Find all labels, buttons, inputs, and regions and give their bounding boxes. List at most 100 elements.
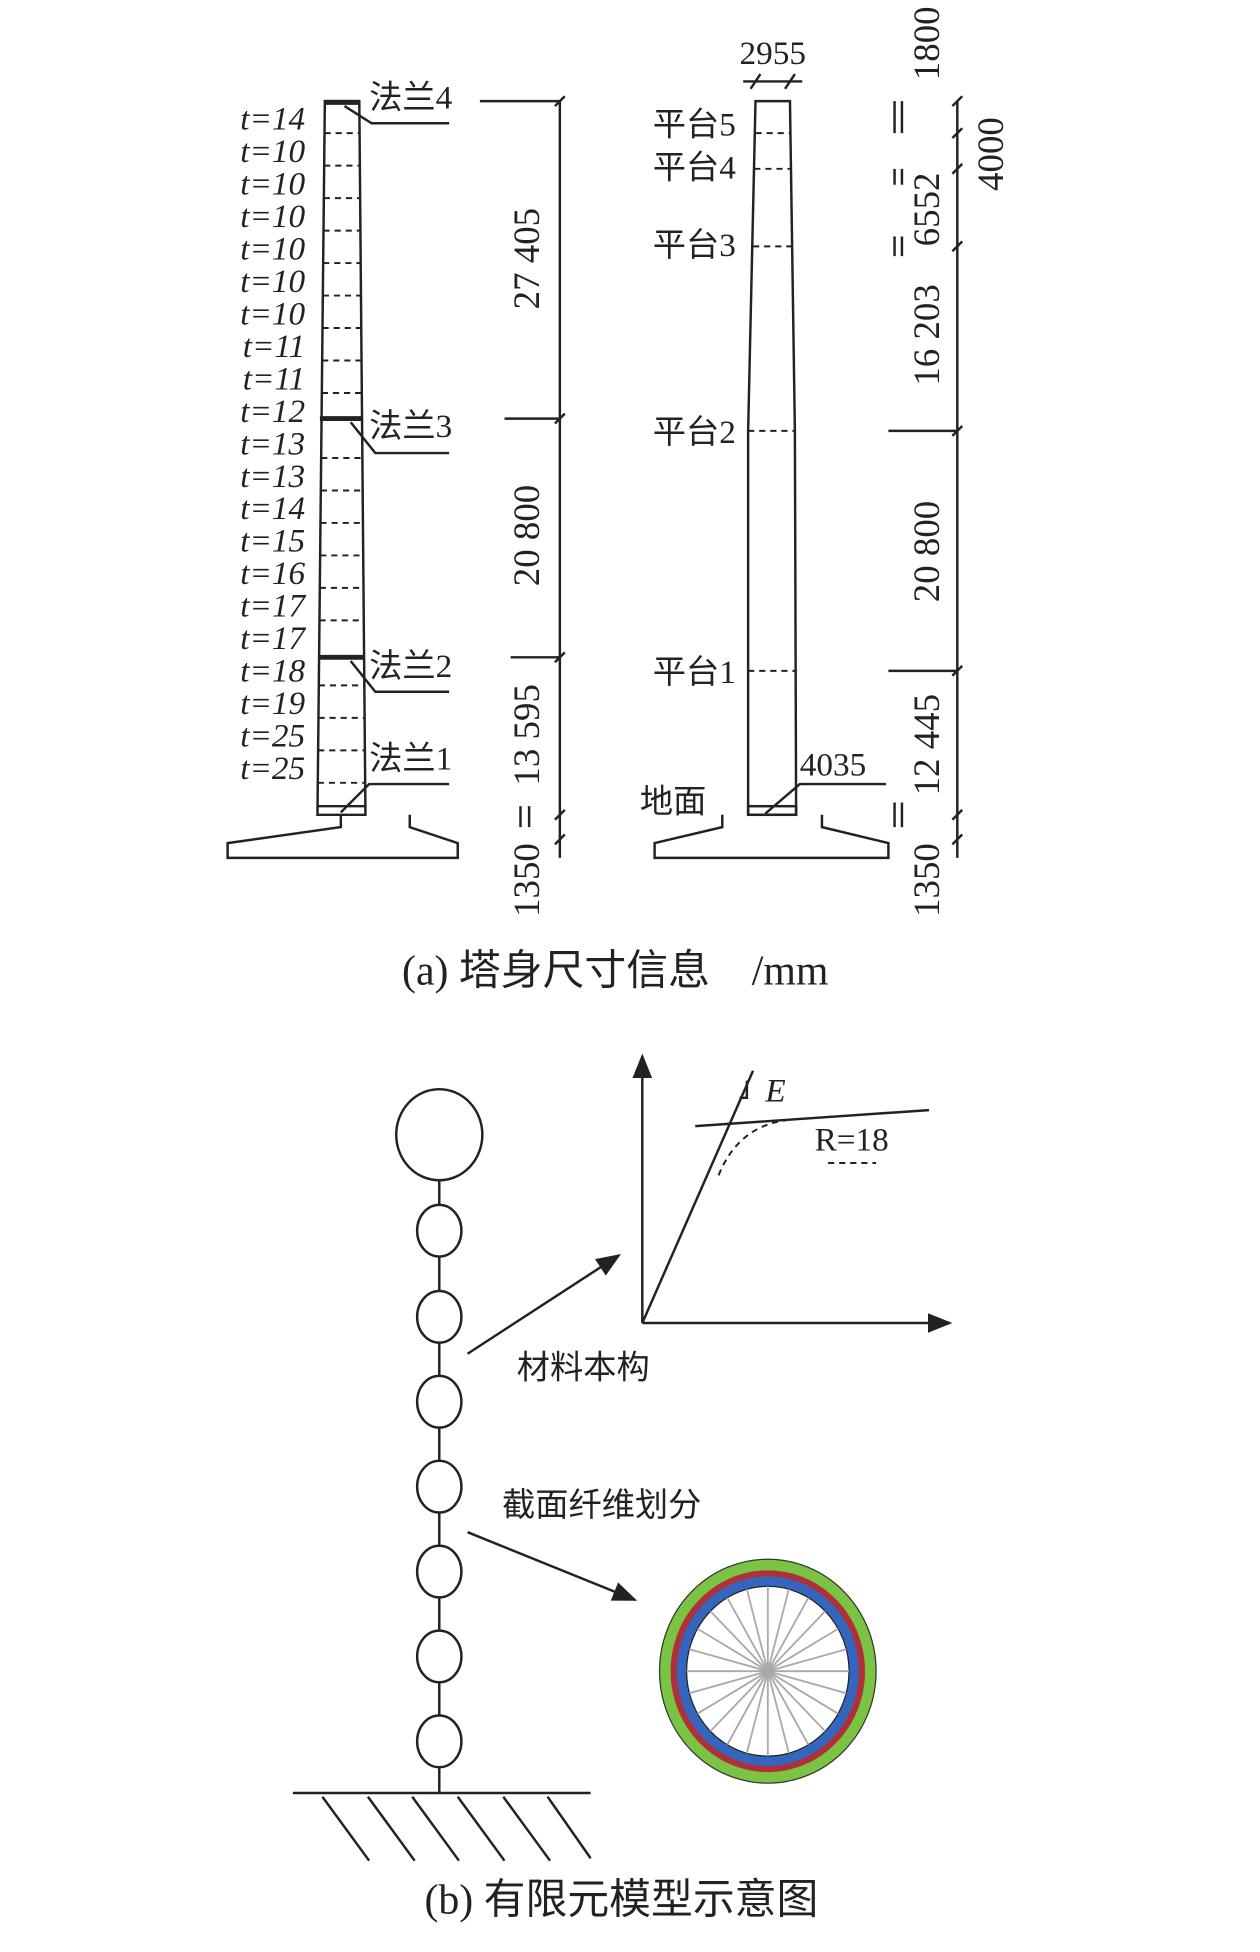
thickness-label: t=16 [240,555,305,592]
thickness-label: t=10 [240,230,305,267]
thickness-labels: t=14t=10t=10t=10t=10t=10t=10t=11t=11t=12… [240,100,306,787]
foundation [226,814,459,860]
fiber-spoke [767,1627,839,1673]
fiber-spoke [689,1648,769,1673]
dim-20800-left: 20 800 [506,485,547,587]
fiber-spoke [767,1670,826,1732]
thickness-label: t=14 [240,100,305,137]
transition-curve [717,1118,788,1176]
modulus-label: E [764,1073,785,1110]
platform-5-label: 平台5 [653,107,736,144]
left-tower: t=14t=10t=10t=10t=10t=10t=10t=11t=11t=12… [226,80,459,860]
fiber-element-node [415,1629,463,1684]
flange-2-label: 法兰2 [369,648,452,685]
caption-b: (b) 有限元模型示意图 [424,1877,818,1924]
thickness-label: t=10 [240,295,305,332]
fiber-element-node [415,1459,463,1514]
material-label: 材料本构 [517,1349,650,1386]
thickness-label: t=14 [240,490,305,527]
flange-3-leader [349,421,450,455]
fiber-label: 截面纤维划分 [502,1487,701,1524]
fiber-spoke [767,1670,847,1695]
flange-3-label: 法兰3 [369,408,452,445]
flange-1-label: 法兰1 [369,740,452,777]
thickness-label: t=25 [240,718,305,755]
thickness-label: t=13 [240,425,305,462]
left-dimension-line: 27 405 20 800 13 595 1350 [479,95,566,917]
material-curve: E R=18 [632,1053,953,1333]
flange-2-leader [349,660,450,693]
flange-4-label: 法兰4 [369,80,452,117]
thickness-label: t=25 [240,750,305,787]
thickness-label: t=11 [243,328,305,365]
fiber-spoke [745,1588,769,1672]
fiber-spoke [767,1597,810,1672]
elastic-line [641,1070,755,1324]
thickness-label: t=17 [240,620,306,657]
fiber-spoke [767,1670,839,1715]
dim-6552: 6552 [906,173,947,247]
thickness-label: t=10 [240,165,305,202]
right-tower: 平台5 平台4 平台3 平台2 平台1 地面 4035 2955 [640,35,890,860]
thickness-label: t=19 [240,685,305,722]
thickness-label: t=10 [240,198,305,235]
thickness-label: t=13 [240,458,305,495]
fiber-spoke [767,1648,847,1673]
dim-1350-left: 1350 [506,843,547,917]
foundation [653,814,890,860]
r-label: R=18 [815,1122,889,1159]
right-dimension-line: 1800 4000 6552 16 203 20 800 12 445 1350 [888,6,1011,917]
thickness-label: t=10 [240,263,305,300]
dim-12445: 12 445 [906,694,947,796]
fiber-spoke [697,1627,769,1673]
tower-outline [746,99,798,817]
flange-1-leader [339,782,450,814]
dim-4000: 4000 [970,117,1011,191]
ground-label: 地面 [640,783,706,820]
platform-2-label: 平台2 [653,414,736,451]
base-width-label: 4035 [800,746,866,783]
fiber-spoke [689,1670,769,1695]
flange-4-leader [343,105,450,125]
hardening-line [695,1108,930,1128]
fiber-spoke [767,1610,826,1672]
fiber-spoke [709,1610,769,1672]
fiber-element-node [415,1374,463,1429]
top-mass-node [394,1087,484,1182]
platform-4-label: 平台4 [653,150,736,187]
ground-hatch [321,1795,592,1862]
fe-model [292,1087,592,1862]
fiber-spoke [766,1588,790,1672]
dim-1350-right: 1350 [906,843,947,917]
fiber-element-node [415,1203,463,1258]
fiber-arrow [467,1531,638,1601]
platform-3-label: 平台3 [653,227,736,264]
fiber-element-node [415,1289,463,1344]
dim-13595: 13 595 [506,684,547,786]
platform-1-label: 平台1 [653,654,736,691]
fiber-spoke [709,1670,769,1732]
thickness-label: t=18 [240,653,305,690]
slope-triangle [739,1080,749,1100]
thickness-label: t=15 [240,523,305,560]
thickness-label: t=17 [240,588,306,625]
material-arrow [466,1253,621,1355]
thickness-label: t=10 [240,133,305,170]
thickness-label: t=12 [240,393,305,430]
fiber-element-node [415,1714,463,1769]
fiber-section [658,1558,877,1784]
base-width-leader [764,782,886,815]
fiber-spoke [697,1670,769,1715]
fiber-element-node [415,1544,463,1599]
dim-27405: 27 405 [506,208,547,310]
fiber-spoke [745,1670,769,1754]
fiber-spoke [766,1670,790,1754]
caption-a: (a) 塔身尺寸信息 /mm [402,948,828,995]
top-width-label: 2955 [740,35,806,72]
thickness-label: t=11 [243,360,305,397]
dim-20800-right: 20 800 [906,501,947,603]
dim-16203: 16 203 [906,284,947,386]
fiber-spoke [726,1597,769,1672]
fiber-spoke [767,1670,810,1746]
